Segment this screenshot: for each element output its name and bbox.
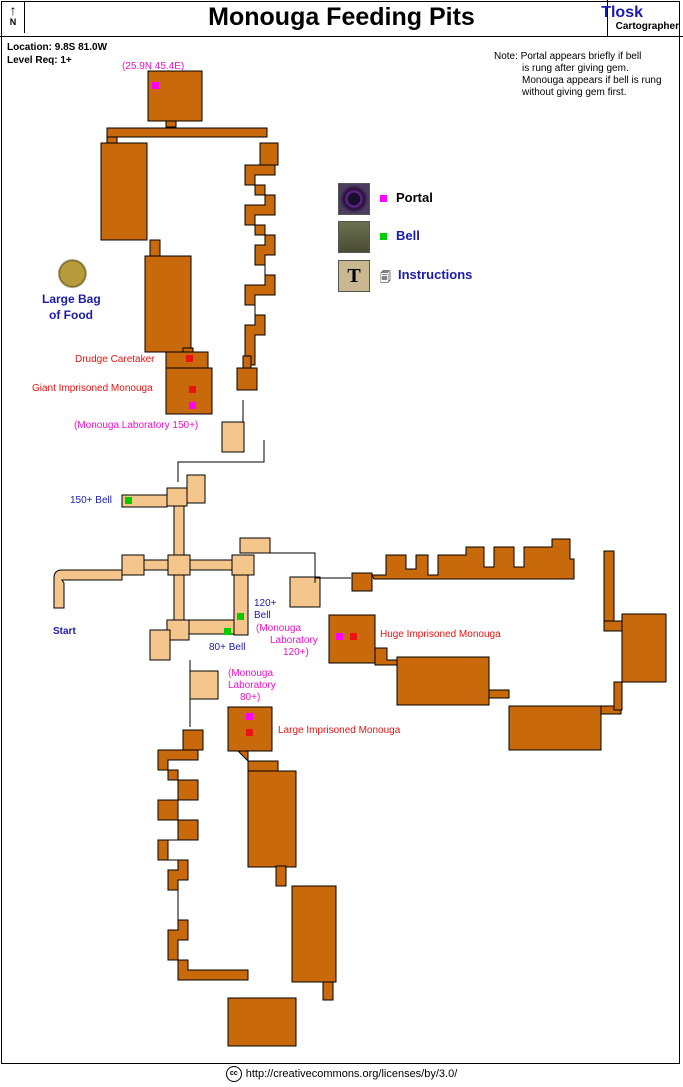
map-note: Note: Portal appears briefly if bell is …: [494, 51, 674, 99]
bell-120-label-b: Bell: [254, 610, 271, 621]
start-label: Start: [53, 626, 76, 637]
lab-150-label: (Monouga Laboratory 150+): [74, 420, 199, 431]
coords-label: (25.9N 45.4E): [122, 61, 185, 72]
portal-marker-top: [152, 82, 159, 89]
license-link[interactable]: http://creativecommons.org/licenses/by/3…: [245, 1067, 458, 1080]
lab-120-label-c: 120+): [283, 647, 309, 658]
portal-marker-giant: [189, 402, 196, 409]
lab-80-label-c: 80+): [240, 692, 261, 703]
legend-instructions-label: Instructions: [398, 267, 473, 282]
giant-monouga-label: Giant Imprisoned Monouga: [32, 383, 153, 394]
level-requirement: Level Req: 1+: [7, 55, 72, 66]
legend-portal-label: Portal: [396, 190, 433, 205]
location-text: Location: 9.8S 81.0W: [7, 42, 108, 53]
author-role: Cartographer: [615, 21, 679, 32]
instructions-icon: T: [338, 260, 370, 292]
npc-marker-giant: [189, 386, 196, 393]
legend-portal-marker: [380, 195, 387, 202]
bell-marker-150: [125, 497, 132, 504]
note-line-3: Monouga appears if bell is rung: [522, 75, 662, 86]
lab-80-label-a: (Monouga: [228, 668, 274, 679]
north-arrow-icon: ↑: [9, 2, 17, 18]
map-frame: [1, 1, 680, 1064]
corridor-paths: [53, 421, 321, 700]
note-line-1: Note: Portal appears briefly if bell: [494, 51, 642, 62]
note-line-4: without giving gem first.: [522, 87, 627, 98]
location-info: Location: 9.8S 81.0W Level Req: 1+: [7, 41, 107, 67]
huge-monouga-label: Huge Imprisoned Monouga: [380, 629, 501, 640]
note-line-2: is rung after giving gem.: [522, 63, 629, 74]
legend-instructions-marker-icon: 🗐: [380, 272, 391, 284]
author-name: Tlosk: [601, 4, 643, 21]
dungeon-rooms: [100, 70, 667, 1047]
north-label: N: [9, 17, 17, 27]
portal-icon: [338, 183, 370, 215]
npc-marker-huge: [350, 633, 357, 640]
npc-marker-large: [246, 729, 253, 736]
north-indicator: ↑ N: [2, 2, 25, 33]
bell-marker-80: [224, 628, 231, 635]
lab-80-label-b: Laboratory: [228, 680, 276, 691]
drudge-caretaker-label: Drudge Caretaker: [75, 354, 155, 365]
legend-bell-label: Bell: [396, 228, 420, 243]
item-label-line1: Large Bag: [42, 292, 101, 306]
food-bag-icon: [58, 256, 90, 288]
map-title: Monouga Feeding Pits: [208, 3, 475, 31]
lab-120-label-b: Laboratory: [270, 635, 318, 646]
bell-80-label: 80+ Bell: [209, 642, 246, 653]
portal-marker-huge: [336, 633, 343, 640]
portal-marker-large: [246, 713, 253, 720]
lab-120-label-a: (Monouga: [256, 623, 302, 634]
legend-bell-marker: [380, 233, 387, 240]
npc-marker-drudge: [186, 355, 193, 362]
bell-icon: [338, 221, 370, 253]
connection-lines: [177, 400, 351, 727]
creative-commons-icon: cc: [225, 1066, 242, 1082]
bell-150-label: 150+ Bell: [70, 495, 112, 506]
item-label-line2: of Food: [49, 308, 93, 322]
bell-120-label-a: 120+: [254, 598, 277, 609]
header-divider: [607, 0, 608, 36]
large-monouga-label: Large Imprisoned Monouga: [278, 725, 401, 736]
map-header: ↑ N Monouga Feeding Pits Tlosk Cartograp…: [0, 0, 683, 37]
bell-marker-120: [237, 613, 244, 620]
